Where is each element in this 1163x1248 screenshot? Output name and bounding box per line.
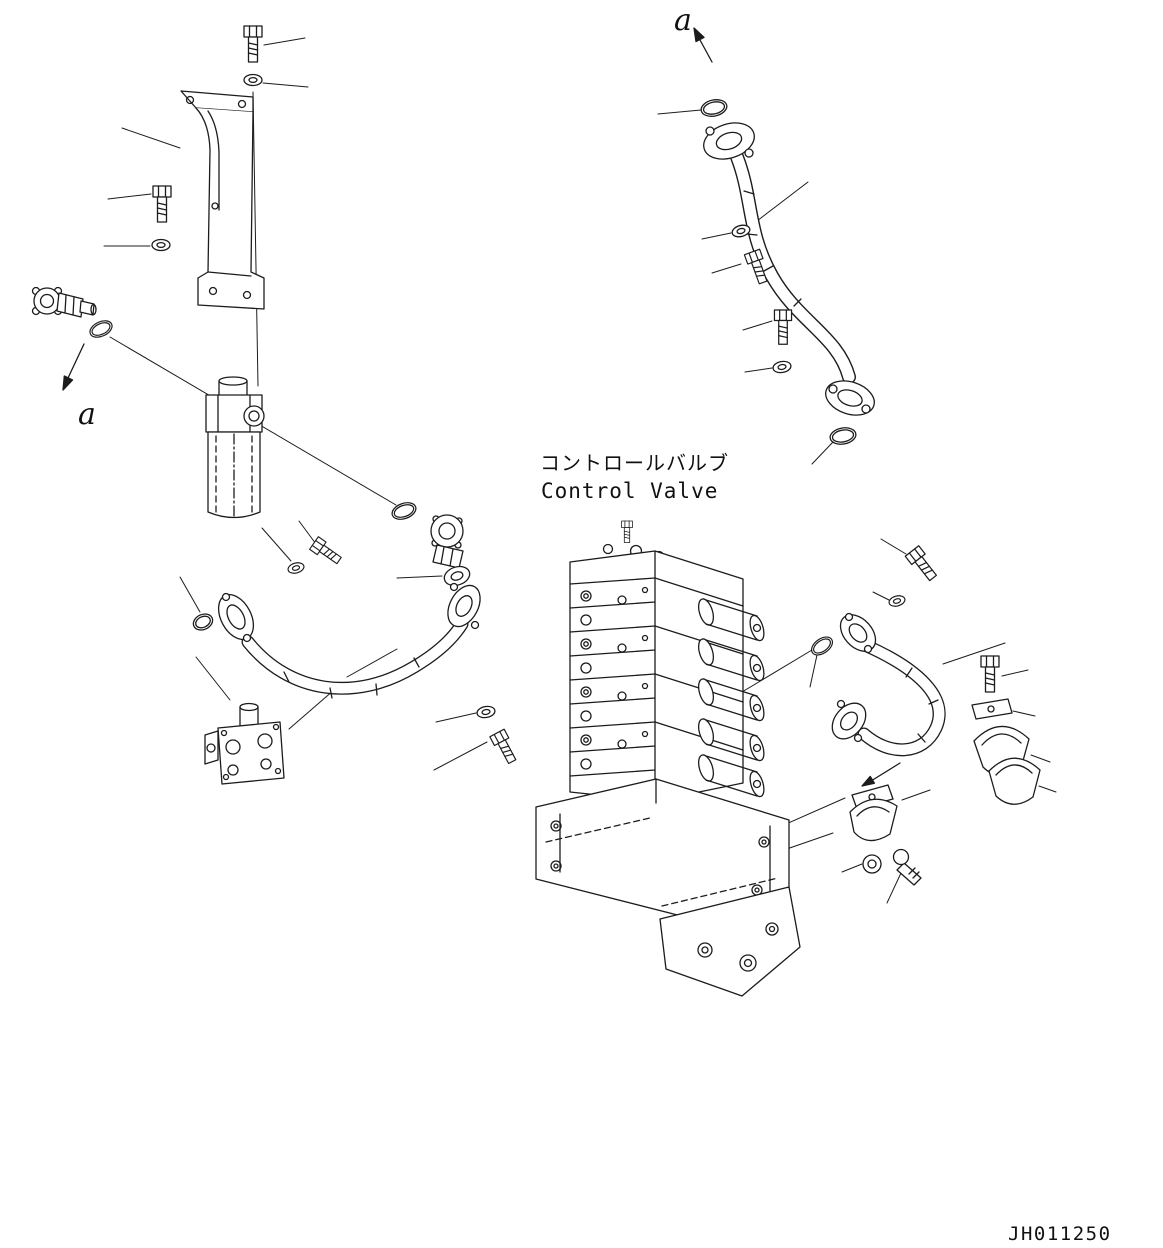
control-valve-label-ja: コントロールバルブ [540, 451, 729, 475]
tube-flange [447, 582, 481, 630]
pipe-clamp-half [849, 798, 898, 842]
round-head-bolt [892, 848, 922, 886]
hex-bolt [243, 25, 263, 63]
tube-flange [825, 380, 875, 416]
arrow-icon [861, 775, 876, 787]
washer [887, 593, 907, 609]
hex-bolt [489, 728, 520, 766]
tube-flange [831, 699, 867, 743]
tube-flange [703, 122, 755, 160]
view-a-arrow-top [693, 27, 713, 63]
left-return-tube [192, 582, 481, 699]
arrow-icon [693, 27, 705, 43]
port-cap [192, 613, 214, 631]
washer [862, 854, 882, 874]
drawing-number: JH011250 [1008, 1223, 1112, 1245]
hex-bolt [309, 536, 345, 568]
tube-flange [839, 612, 877, 654]
control-valve-label-en: Control Valve [541, 479, 718, 503]
pipe-clamp-half [988, 757, 1041, 805]
o-ring [698, 96, 730, 120]
o-ring [389, 499, 419, 523]
port-cap [443, 565, 471, 587]
view-a-label-top: a [674, 3, 692, 38]
washer [286, 560, 306, 576]
washer [151, 238, 171, 252]
washer [771, 359, 793, 375]
valve-mount-lower-plate [659, 886, 801, 997]
diagram-art: a [31, 3, 1112, 1245]
elbow-fitting-b [430, 514, 464, 569]
hex-bolt [621, 520, 633, 543]
hex-bolt [152, 185, 172, 223]
hydraulic-filter [205, 376, 265, 519]
clamp-plate [971, 698, 1013, 720]
o-ring [828, 425, 858, 447]
washer [475, 704, 497, 720]
clamp-arrow [861, 762, 901, 787]
tube-flange [217, 592, 255, 643]
view-a-label-left: a [78, 397, 96, 432]
arrow-icon [62, 375, 74, 391]
washer [243, 73, 263, 87]
top-right-tube [703, 122, 875, 416]
hex-bolt [904, 545, 941, 584]
elbow-fitting-a [31, 286, 97, 318]
hex-bolt [980, 655, 1000, 693]
right-hook-tube [831, 612, 946, 757]
mounting-bracket [180, 90, 265, 310]
o-ring [807, 632, 837, 660]
hex-bolt [773, 309, 793, 345]
valve-section-cylinders [697, 598, 765, 798]
view-a-arrow-left [62, 343, 85, 391]
relief-valve [204, 702, 285, 785]
control-valve [569, 520, 765, 802]
